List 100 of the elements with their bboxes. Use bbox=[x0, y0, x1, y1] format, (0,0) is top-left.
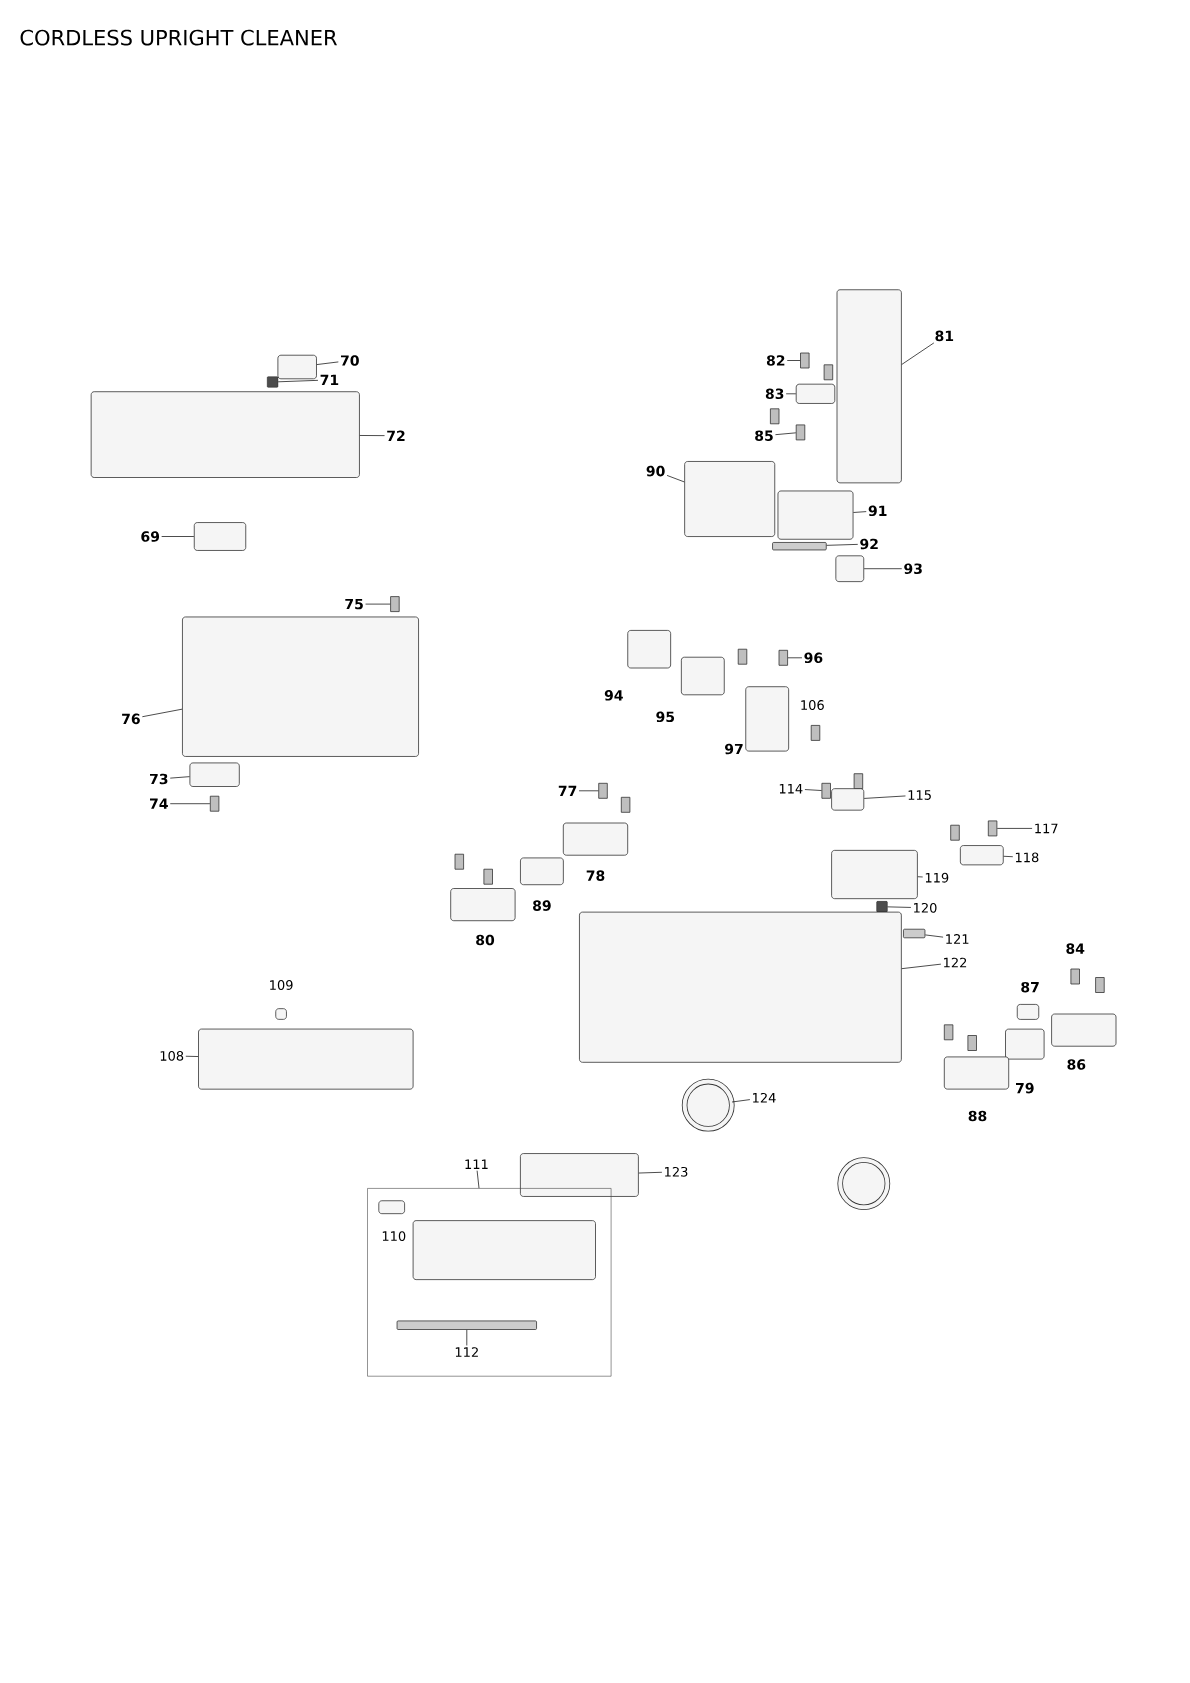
leader-line bbox=[277, 379, 319, 383]
callout-number: 85 bbox=[755, 430, 773, 441]
callout-number: 106 bbox=[801, 700, 824, 710]
callout-number: 115 bbox=[908, 790, 931, 800]
callout-number: 70 bbox=[341, 355, 359, 366]
callout-number: 97 bbox=[725, 743, 743, 755]
leader-line bbox=[863, 568, 903, 570]
callout-number: 92 bbox=[860, 538, 878, 550]
callout-number: 71 bbox=[320, 374, 339, 385]
leader-line bbox=[925, 934, 944, 938]
callout-number: 76 bbox=[122, 713, 140, 725]
callout-number: 83 bbox=[765, 388, 784, 400]
part-drawing bbox=[836, 289, 902, 484]
part-drawing bbox=[876, 901, 888, 913]
leader-line bbox=[996, 828, 1033, 829]
part-drawing bbox=[821, 782, 831, 799]
callout-number: 119 bbox=[925, 872, 949, 883]
leader-line bbox=[786, 360, 801, 361]
callout-number: 111 bbox=[465, 1159, 488, 1169]
leader-line bbox=[476, 1170, 480, 1189]
callout-number: 120 bbox=[914, 902, 937, 913]
part-drawing bbox=[277, 354, 317, 380]
part-drawing bbox=[800, 352, 810, 369]
leader-line bbox=[826, 544, 859, 546]
leader-line bbox=[316, 361, 339, 365]
part-drawing bbox=[903, 928, 926, 939]
callout-number: 79 bbox=[1016, 1082, 1034, 1094]
callout-number: 114 bbox=[779, 784, 803, 794]
callout-number: 95 bbox=[656, 711, 675, 723]
leader-line bbox=[169, 803, 211, 805]
callout-number: 74 bbox=[150, 798, 168, 809]
part-drawing bbox=[520, 1153, 639, 1197]
title: CORDLESS UPRIGHT CLEANER bbox=[20, 29, 337, 46]
callout-number: 109 bbox=[270, 980, 293, 990]
part-drawing bbox=[90, 391, 360, 478]
leader-line bbox=[578, 790, 599, 792]
leader-line bbox=[142, 708, 183, 718]
leader-line bbox=[731, 1099, 751, 1103]
leader-line bbox=[185, 1055, 199, 1057]
callout-number: 89 bbox=[533, 900, 551, 911]
callout-number: 124 bbox=[753, 1092, 776, 1103]
callout-number: 90 bbox=[646, 465, 665, 477]
callout-number: 77 bbox=[558, 785, 577, 796]
callout-number: 118 bbox=[1015, 852, 1039, 863]
leader-line bbox=[1003, 855, 1014, 858]
part-drawing bbox=[831, 849, 918, 900]
part-drawing bbox=[778, 649, 788, 666]
part-drawing bbox=[193, 522, 247, 551]
part-drawing bbox=[684, 461, 776, 537]
callout-number: 87 bbox=[1021, 981, 1039, 993]
part-drawing bbox=[182, 616, 419, 757]
part-drawing bbox=[189, 762, 240, 787]
part-drawing bbox=[598, 782, 608, 799]
leader-line bbox=[466, 1329, 468, 1346]
leader-line bbox=[365, 603, 391, 605]
leader-line bbox=[853, 511, 867, 513]
leader-line bbox=[785, 393, 797, 395]
callout-number: 123 bbox=[665, 1166, 688, 1177]
leader-line bbox=[887, 906, 912, 908]
part-drawing bbox=[777, 490, 854, 540]
leader-line bbox=[169, 776, 190, 779]
callout-number: 75 bbox=[345, 598, 363, 610]
part-drawing bbox=[772, 542, 827, 551]
callout-number: 91 bbox=[868, 505, 887, 517]
callout-number: 86 bbox=[1067, 1059, 1086, 1070]
callout-number: 122 bbox=[944, 957, 967, 968]
part-drawing bbox=[959, 845, 1004, 866]
leader-line bbox=[787, 657, 803, 659]
part-drawing bbox=[198, 1028, 414, 1090]
callout-number: 112 bbox=[455, 1347, 478, 1357]
callout-number: 110 bbox=[382, 1231, 406, 1242]
callout-number: 78 bbox=[586, 870, 605, 881]
leader-line bbox=[863, 795, 906, 799]
part-drawing bbox=[209, 795, 220, 812]
callout-number: 108 bbox=[160, 1051, 184, 1061]
part-drawing bbox=[396, 1320, 537, 1330]
callout-number: 73 bbox=[150, 773, 168, 785]
part-drawing bbox=[579, 911, 902, 1063]
callout-number: 117 bbox=[1035, 823, 1058, 834]
part-drawing bbox=[795, 383, 836, 404]
leader-line bbox=[901, 342, 935, 365]
callout-number: 82 bbox=[766, 355, 785, 366]
part-drawing bbox=[390, 596, 400, 612]
callout-number: 80 bbox=[476, 934, 495, 946]
callout-number: 84 bbox=[1066, 943, 1085, 954]
callout-number: 93 bbox=[904, 563, 922, 574]
leader-line bbox=[901, 963, 942, 969]
leader-line bbox=[359, 435, 385, 436]
part-drawing bbox=[835, 555, 865, 582]
part-drawing bbox=[831, 788, 865, 811]
leader-line bbox=[775, 432, 797, 436]
callout-number: 69 bbox=[141, 531, 160, 542]
leader-line bbox=[666, 475, 685, 483]
part-drawing bbox=[987, 820, 998, 837]
callout-number: 96 bbox=[804, 652, 823, 664]
part-drawing bbox=[795, 424, 806, 441]
callout-number: 94 bbox=[604, 690, 623, 701]
part-drawing bbox=[267, 376, 279, 388]
leader-line bbox=[161, 536, 195, 537]
group-outline bbox=[367, 1188, 612, 1377]
